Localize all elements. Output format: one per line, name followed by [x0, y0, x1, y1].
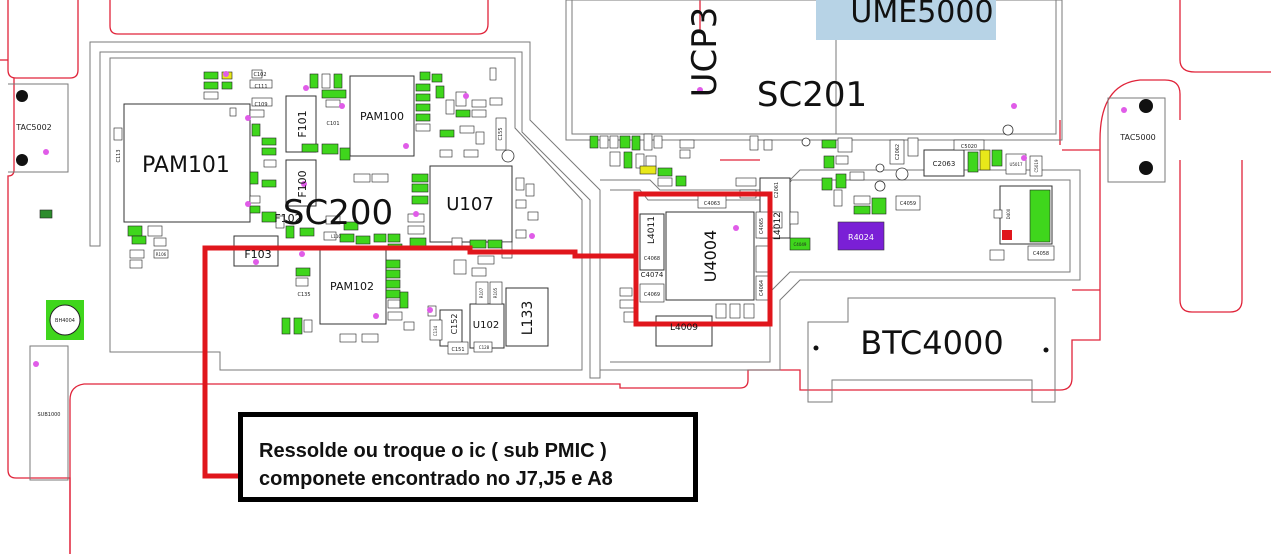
ume5000-block	[816, 0, 996, 40]
btc4000-label: BTC4000	[860, 324, 1003, 362]
u5017-label: U5017	[1009, 162, 1023, 167]
c101-label: C101	[326, 121, 339, 127]
fiducials	[501, 124, 1014, 192]
annotation-line-2: componete encontrado no J7,J5 e A8	[259, 468, 613, 490]
d400-label: D400	[1006, 208, 1011, 219]
ucp3-label: UCP3	[685, 7, 725, 98]
r105-label: R105	[493, 287, 498, 298]
pam101-label: PAM101	[142, 153, 230, 178]
c135-label: C135	[297, 292, 310, 298]
pam102-label: PAM102	[330, 280, 374, 293]
c128-label: C128	[479, 345, 490, 350]
l133-label: L133	[520, 301, 536, 336]
sc200-label: SC200	[283, 193, 393, 233]
l110-label: L110	[331, 234, 341, 239]
l4012-label: L4012	[773, 212, 783, 240]
u107-label: U107	[446, 194, 494, 215]
c109-label: C109	[254, 102, 267, 108]
u102-label: U102	[473, 320, 499, 331]
c2063-label: C2063	[933, 160, 956, 168]
c155-label: C155	[498, 127, 504, 140]
f101-label: F101	[296, 110, 309, 137]
c113-label: C113	[116, 149, 122, 162]
f100-label: F100	[296, 170, 309, 197]
r107-label: R107	[479, 287, 484, 298]
f103-label: F103	[244, 248, 271, 261]
c111-label: C111	[254, 84, 267, 90]
tac5002-label: TAC5002	[15, 123, 52, 132]
c4063-label: C4063	[704, 201, 720, 207]
u4004-label: U4004	[701, 230, 720, 282]
mounting-holes	[16, 90, 1153, 353]
sub1000-label: SUB1000	[38, 412, 61, 418]
c4068-label: C4068	[644, 256, 660, 262]
c4059-label: C4059	[900, 201, 916, 207]
c152-label: C152	[450, 314, 459, 335]
l4009-label: L4009	[670, 323, 698, 333]
pam100-label: PAM100	[360, 110, 404, 123]
tac5000-label: TAC5000	[1119, 133, 1156, 142]
sc201-label: SC201	[757, 75, 867, 115]
ume5000-label: UME5000	[850, 0, 993, 30]
smd-components	[39, 67, 1055, 355]
test-points	[19, 71, 1127, 367]
c4069-label: C4069	[644, 292, 660, 298]
c2062-label: C2062	[895, 144, 901, 160]
ic-outlines	[123, 75, 1053, 349]
l4011-label: L4011	[647, 216, 657, 244]
c134-label: C134	[433, 325, 438, 336]
highlight-marker	[202, 191, 773, 479]
bh4004-ring	[49, 304, 81, 336]
c5020-label: C5020	[961, 144, 977, 150]
c151-label: C151	[451, 347, 464, 353]
r106-label: R106	[156, 252, 167, 257]
c4058-label: C4058	[1033, 251, 1049, 257]
annotation-line-1: Ressolde ou troque o ic ( sub PMIC )	[259, 440, 607, 462]
bh4004-label: BH4004	[55, 318, 75, 324]
c102-label: C102	[253, 72, 266, 78]
c5019-label: C5019	[1034, 159, 1039, 172]
shield-outline	[8, 0, 1166, 481]
annotation-callout-box: Ressolde ou troque o ic ( sub PMIC ) com…	[238, 412, 698, 502]
c2061-label: C2061	[774, 182, 780, 198]
r4024-part	[837, 221, 885, 251]
c4064-label: C4064	[759, 280, 765, 296]
d400-pad	[1002, 230, 1012, 240]
c4049-label: C4049	[794, 242, 807, 247]
c4065-label: C4065	[759, 218, 765, 234]
r4024-label: R4024	[848, 233, 874, 242]
f102-label: F102	[274, 212, 301, 225]
c4074-label: C4074	[641, 271, 664, 279]
